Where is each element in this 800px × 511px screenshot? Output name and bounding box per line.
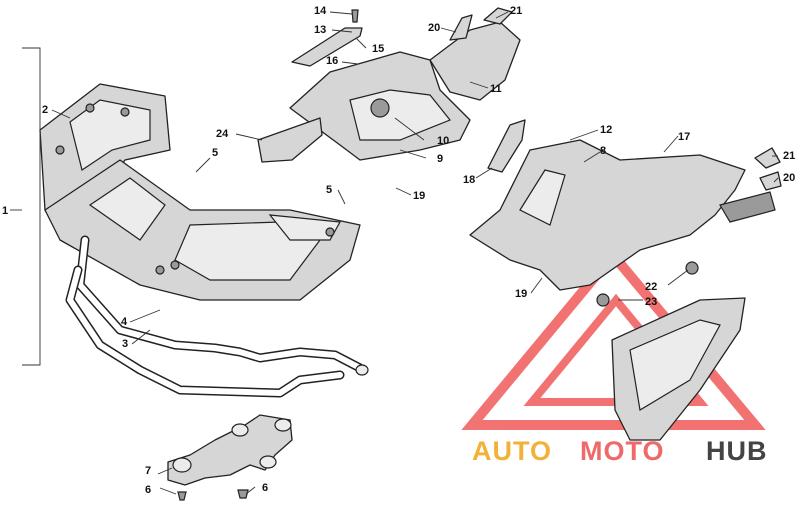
rivet-part-14: [351, 9, 359, 23]
callout-11: 11: [490, 83, 502, 95]
callout-5-center: 5: [326, 184, 332, 196]
callout-21-top: 21: [510, 5, 522, 17]
grommet-part-22: [596, 261, 699, 307]
callout-3: 3: [122, 338, 128, 350]
watermark-auto: AUTO: [472, 436, 552, 466]
side-panel-part-11: [429, 21, 521, 101]
callout-17: 17: [678, 131, 690, 143]
callout-19-top: 19: [413, 190, 425, 202]
leader-lines: [10, 11, 779, 495]
callout-5-left: 5: [212, 147, 218, 159]
callout-14: 14: [314, 5, 327, 17]
watermark-text: AUTO MOTO HUB: [472, 436, 768, 466]
hood-part-9: [289, 51, 471, 161]
callout-21-right: 21: [783, 150, 795, 162]
clip-part-20-right: [759, 171, 782, 191]
callout-4: 4: [121, 316, 128, 328]
callout-6-left: 6: [145, 484, 151, 496]
panel-part-24: [257, 117, 323, 163]
callout-15: 15: [372, 43, 384, 55]
callout-19-bottom: 19: [515, 288, 527, 300]
front-rack-main-deck: [44, 159, 361, 301]
lower-guard-part-23: [611, 297, 746, 441]
watermark-moto: MOTO: [580, 436, 665, 466]
callout-18: 18: [463, 174, 475, 186]
callout-22: 22: [645, 281, 657, 293]
bracket-part-7: [167, 414, 293, 501]
side-body-panel-part-12: [469, 139, 776, 291]
callout-8: 8: [600, 145, 606, 157]
callout-12: 12: [600, 124, 612, 136]
bumper-tube-part-3: [65, 235, 369, 398]
clip-part-21-top: [483, 7, 513, 25]
callout-labels: 1 2 3 4 5 5 6 6 7 8 9 10 11 12 13 14 15 …: [2, 5, 795, 496]
trim-part-18: [487, 119, 526, 173]
trim-bar-part-13: [291, 27, 363, 67]
callout-20-right: 20: [783, 172, 795, 184]
callout-20-top: 20: [428, 22, 440, 34]
callout-23: 23: [645, 296, 657, 308]
callout-16: 16: [326, 55, 338, 67]
callout-2: 2: [42, 104, 48, 116]
callout-6-right: 6: [262, 482, 268, 494]
callout-10: 10: [437, 135, 449, 147]
callout-9: 9: [437, 153, 443, 165]
callout-13: 13: [314, 24, 326, 36]
watermark-hub: HUB: [706, 436, 768, 466]
callout-24: 24: [216, 128, 229, 140]
callout-1: 1: [2, 205, 8, 217]
callout-7: 7: [145, 465, 151, 477]
clip-part-20-top: [449, 14, 473, 41]
clip-part-21-right: [754, 147, 781, 169]
